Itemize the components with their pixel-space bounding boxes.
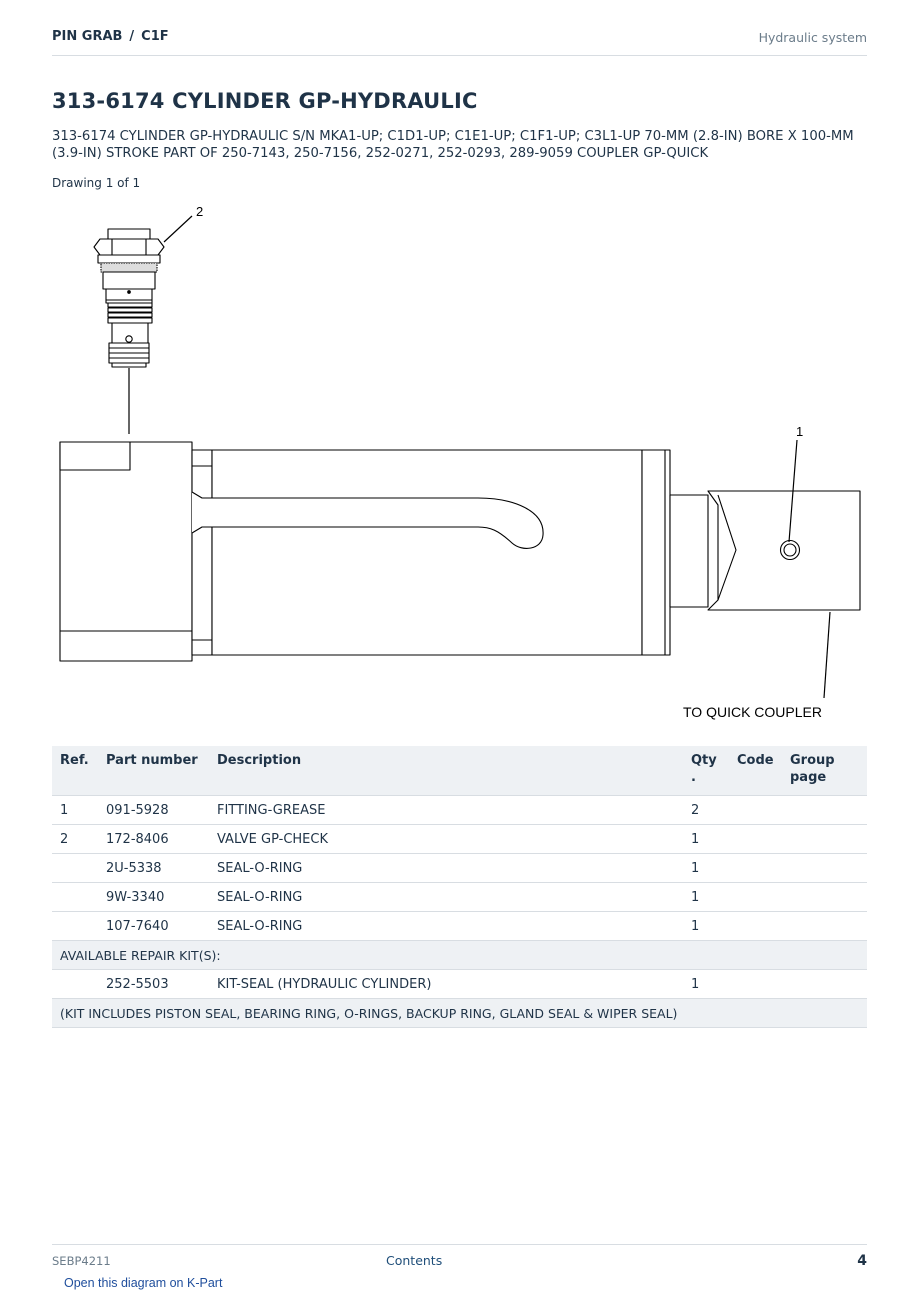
cell-code [729,824,782,854]
table-row: 2U-5338 SEAL-O-RING 1 [52,853,867,883]
table-row: 252-5503 KIT-SEAL (HYDRAULIC CYLINDER) 1 [52,969,867,999]
header-qty: Qty . [683,746,729,796]
page-header: PIN GRAB / C1F Hydraulic system [52,28,867,56]
cell-group-page [782,824,867,854]
contents-link[interactable]: Contents [386,1253,443,1268]
grease-fitting-drawing [779,539,801,561]
cell-code [729,969,782,999]
cell-qty: 1 [683,969,729,999]
table-row: 2 172-8406 VALVE GP-CHECK 1 [52,824,867,854]
breadcrumb-separator: / [129,29,135,44]
cell-qty: 1 [683,824,729,854]
cell-qty: 1 [683,911,729,941]
cell-group-page [782,911,867,941]
kit-note-row: (KIT INCLUDES PISTON SEAL, BEARING RING,… [52,998,867,1028]
header-code: Code [729,746,782,796]
cell-part-number: 9W-3340 [98,882,209,912]
cell-group-page [782,853,867,883]
cell-group-page [782,882,867,912]
parts-diagram: 2 1 TO QUICK COUPLER [59,204,861,720]
callout-2-leader [163,215,193,243]
cell-description: VALVE GP-CHECK [209,824,683,854]
callout-1-label: 1 [796,424,803,439]
cell-code [729,795,782,825]
header-description: Description [209,746,683,796]
cell-part-number: 107-7640 [98,911,209,941]
cell-part-number: 2U-5338 [98,853,209,883]
breadcrumb: PIN GRAB / C1F [52,29,169,44]
table-row: 107-7640 SEAL-O-RING 1 [52,911,867,941]
header-ref: Ref. [52,746,98,796]
table-row: 1 091-5928 FITTING-GREASE 2 [52,795,867,825]
cell-code [729,853,782,883]
cell-part-number: 252-5503 [98,969,209,999]
breadcrumb-code: C1F [141,29,169,44]
cell-ref [52,911,98,941]
cell-description: KIT-SEAL (HYDRAULIC CYLINDER) [209,969,683,999]
repair-kits-label: AVAILABLE REPAIR KIT(S): [52,940,867,970]
breadcrumb-model: PIN GRAB [52,29,123,44]
cell-qty: 1 [683,853,729,883]
cylinder-drawing [59,441,861,662]
kit-note: (KIT INCLUDES PISTON SEAL, BEARING RING,… [52,998,867,1028]
coupler-label: TO QUICK COUPLER [683,704,822,720]
cell-ref: 2 [52,824,98,854]
parts-table: Ref. Part number Description Qty . Code … [52,746,867,1028]
cell-qty: 1 [683,882,729,912]
check-valve-drawing [93,228,165,368]
kpart-diagram-link[interactable]: Open this diagram on K-Part [64,1276,223,1290]
section-name: Hydraulic system [758,30,867,45]
cell-part-number: 091-5928 [98,795,209,825]
callout-2-label: 2 [196,204,203,219]
page-title: 313-6174 CYLINDER GP-HYDRAULIC [52,89,478,113]
header-part-number: Part number [98,746,209,796]
callout-1-leader [788,439,798,543]
repair-kits-label-row: AVAILABLE REPAIR KIT(S): [52,940,867,970]
page-number: 4 [857,1253,867,1269]
cell-ref: 1 [52,795,98,825]
cell-code [729,911,782,941]
cell-code [729,882,782,912]
cell-description: FITTING-GREASE [209,795,683,825]
page-footer: SEBP4211 Contents 4 [52,1244,867,1275]
cell-group-page [782,795,867,825]
table-header-row: Ref. Part number Description Qty . Code … [52,746,867,796]
document-id: SEBP4211 [52,1254,111,1268]
cell-description: SEAL-O-RING [209,882,683,912]
cell-qty: 2 [683,795,729,825]
page-subtitle: 313-6174 CYLINDER GP-HYDRAULIC S/N MKA1-… [52,129,854,161]
table-row: 9W-3340 SEAL-O-RING 1 [52,882,867,912]
cell-part-number: 172-8406 [98,824,209,854]
coupler-leader [823,611,831,699]
header-group-page: Group page [782,746,867,796]
cell-ref [52,882,98,912]
cell-ref [52,969,98,999]
cell-description: SEAL-O-RING [209,911,683,941]
cell-ref [52,853,98,883]
drawing-label: Drawing 1 of 1 [52,176,141,190]
cell-group-page [782,969,867,999]
cell-description: SEAL-O-RING [209,853,683,883]
